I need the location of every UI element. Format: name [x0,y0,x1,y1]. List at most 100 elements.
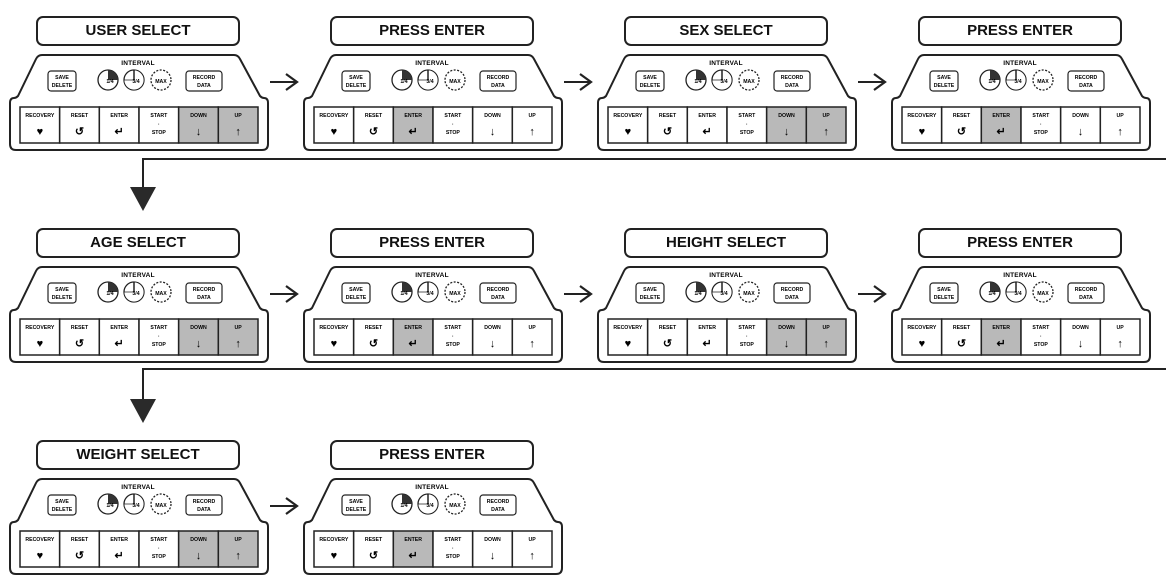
interval-dial-3-icon[interactable]: MAX [1032,281,1054,303]
up-key[interactable]: UP↑ [217,106,259,144]
interval-dial-3-icon[interactable]: MAX [444,69,466,91]
up-key[interactable]: UP↑ [805,318,847,356]
up-key[interactable]: UP↑ [1099,318,1141,356]
down-key[interactable]: DOWN↓ [471,318,514,356]
interval-dial-3-icon[interactable]: MAX [1032,69,1054,91]
enter-key[interactable]: ENTER↵ [980,318,1022,356]
interval-dial-2-icon[interactable]: 3/4 [417,69,439,91]
recovery-key[interactable]: RECOVERY♥ [313,318,355,356]
up-key[interactable]: UP↑ [1099,106,1141,144]
reset-key[interactable]: RESET↺ [58,106,101,144]
enter-key[interactable]: ENTER↵ [98,530,140,568]
enter-key[interactable]: ENTER↵ [392,106,434,144]
interval-dial-3-icon[interactable]: MAX [150,493,172,515]
recovery-key[interactable]: RECOVERY♥ [607,106,649,144]
reset-key[interactable]: RESET↺ [646,318,689,356]
interval-dial-2-icon[interactable]: 3/4 [1005,281,1027,303]
interval-dial-2-icon[interactable]: 3/4 [123,281,145,303]
interval-dial-2-icon[interactable]: 3/4 [417,281,439,303]
start-stop-key[interactable]: START·STOP [432,530,474,568]
up-key[interactable]: UP↑ [511,106,553,144]
reset-key[interactable]: RESET↺ [352,530,395,568]
interval-dial-2-icon[interactable]: 3/4 [123,69,145,91]
recovery-key[interactable]: RECOVERY♥ [19,106,61,144]
interval-dial-1-icon[interactable]: 1/4 [685,69,707,91]
interval-dial-3-icon[interactable]: MAX [738,281,760,303]
start-stop-key[interactable]: START·STOP [138,530,180,568]
interval-dial-1-icon[interactable]: 1/4 [391,69,413,91]
interval-dial-3-icon[interactable]: MAX [150,69,172,91]
reset-key[interactable]: RESET↺ [940,106,983,144]
down-key[interactable]: DOWN↓ [471,106,514,144]
interval-dial-1-icon[interactable]: 1/4 [391,281,413,303]
interval-dial-2-icon[interactable]: 3/4 [711,281,733,303]
reset-key[interactable]: RESET↺ [646,106,689,144]
recovery-key[interactable]: RECOVERY♥ [313,530,355,568]
down-key[interactable]: DOWN↓ [177,106,220,144]
down-key[interactable]: DOWN↓ [1059,318,1102,356]
interval-dial-1-icon[interactable]: 1/4 [97,493,119,515]
recovery-key[interactable]: RECOVERY♥ [901,318,943,356]
enter-key[interactable]: ENTER↵ [392,318,434,356]
recovery-key[interactable]: RECOVERY♥ [607,318,649,356]
interval-dial-1-icon[interactable]: 1/4 [97,281,119,303]
start-stop-key[interactable]: START·STOP [432,106,474,144]
interval-dial-3-icon[interactable]: MAX [738,69,760,91]
interval-dial-2-icon[interactable]: 3/4 [711,69,733,91]
down-key[interactable]: DOWN↓ [765,318,808,356]
interval-dial-1-icon[interactable]: 1/4 [97,69,119,91]
start-stop-key[interactable]: START·STOP [1020,318,1062,356]
down-key[interactable]: DOWN↓ [177,318,220,356]
start-stop-key[interactable]: START·STOP [726,106,768,144]
up-key[interactable]: UP↑ [217,530,259,568]
down-key[interactable]: DOWN↓ [471,530,514,568]
recovery-key[interactable]: RECOVERY♥ [19,318,61,356]
start-stop-key[interactable]: START·STOP [1020,106,1062,144]
up-key[interactable]: UP↑ [805,106,847,144]
enter-key[interactable]: ENTER↵ [392,530,434,568]
up-key[interactable]: UP↑ [217,318,259,356]
down-key[interactable]: DOWN↓ [1059,106,1102,144]
interval-dial-1-icon[interactable]: 1/4 [391,493,413,515]
start-stop-key[interactable]: START·STOP [138,318,180,356]
down-key[interactable]: DOWN↓ [765,106,808,144]
interval-dial-2-icon[interactable]: 3/4 [417,493,439,515]
interval-dial-3-icon[interactable]: MAX [444,281,466,303]
interval-dial-3-icon[interactable]: MAX [150,281,172,303]
recovery-key[interactable]: RECOVERY♥ [313,106,355,144]
interval-dial-1-icon[interactable]: 1/4 [979,69,1001,91]
down-key[interactable]: DOWN↓ [177,530,220,568]
reset-key[interactable]: RESET↺ [58,318,101,356]
reset-key[interactable]: RESET↺ [352,106,395,144]
interval-dial-1-icon[interactable]: 1/4 [685,281,707,303]
enter-key[interactable]: ENTER↵ [980,106,1022,144]
recovery-key[interactable]: RECOVERY♥ [901,106,943,144]
enter-key[interactable]: ENTER↵ [686,106,728,144]
enter-key[interactable]: ENTER↵ [98,106,140,144]
start-stop-key[interactable]: START·STOP [726,318,768,356]
interval-dial-2-icon[interactable]: 3/4 [123,493,145,515]
reset-key[interactable]: RESET↺ [58,530,101,568]
recovery-key[interactable]: RECOVERY♥ [19,530,61,568]
interval-dial-2-icon[interactable]: 3/4 [1005,69,1027,91]
start-stop-key[interactable]: START·STOP [432,318,474,356]
enter-key[interactable]: ENTER↵ [98,318,140,356]
reset-key[interactable]: RESET↺ [352,318,395,356]
